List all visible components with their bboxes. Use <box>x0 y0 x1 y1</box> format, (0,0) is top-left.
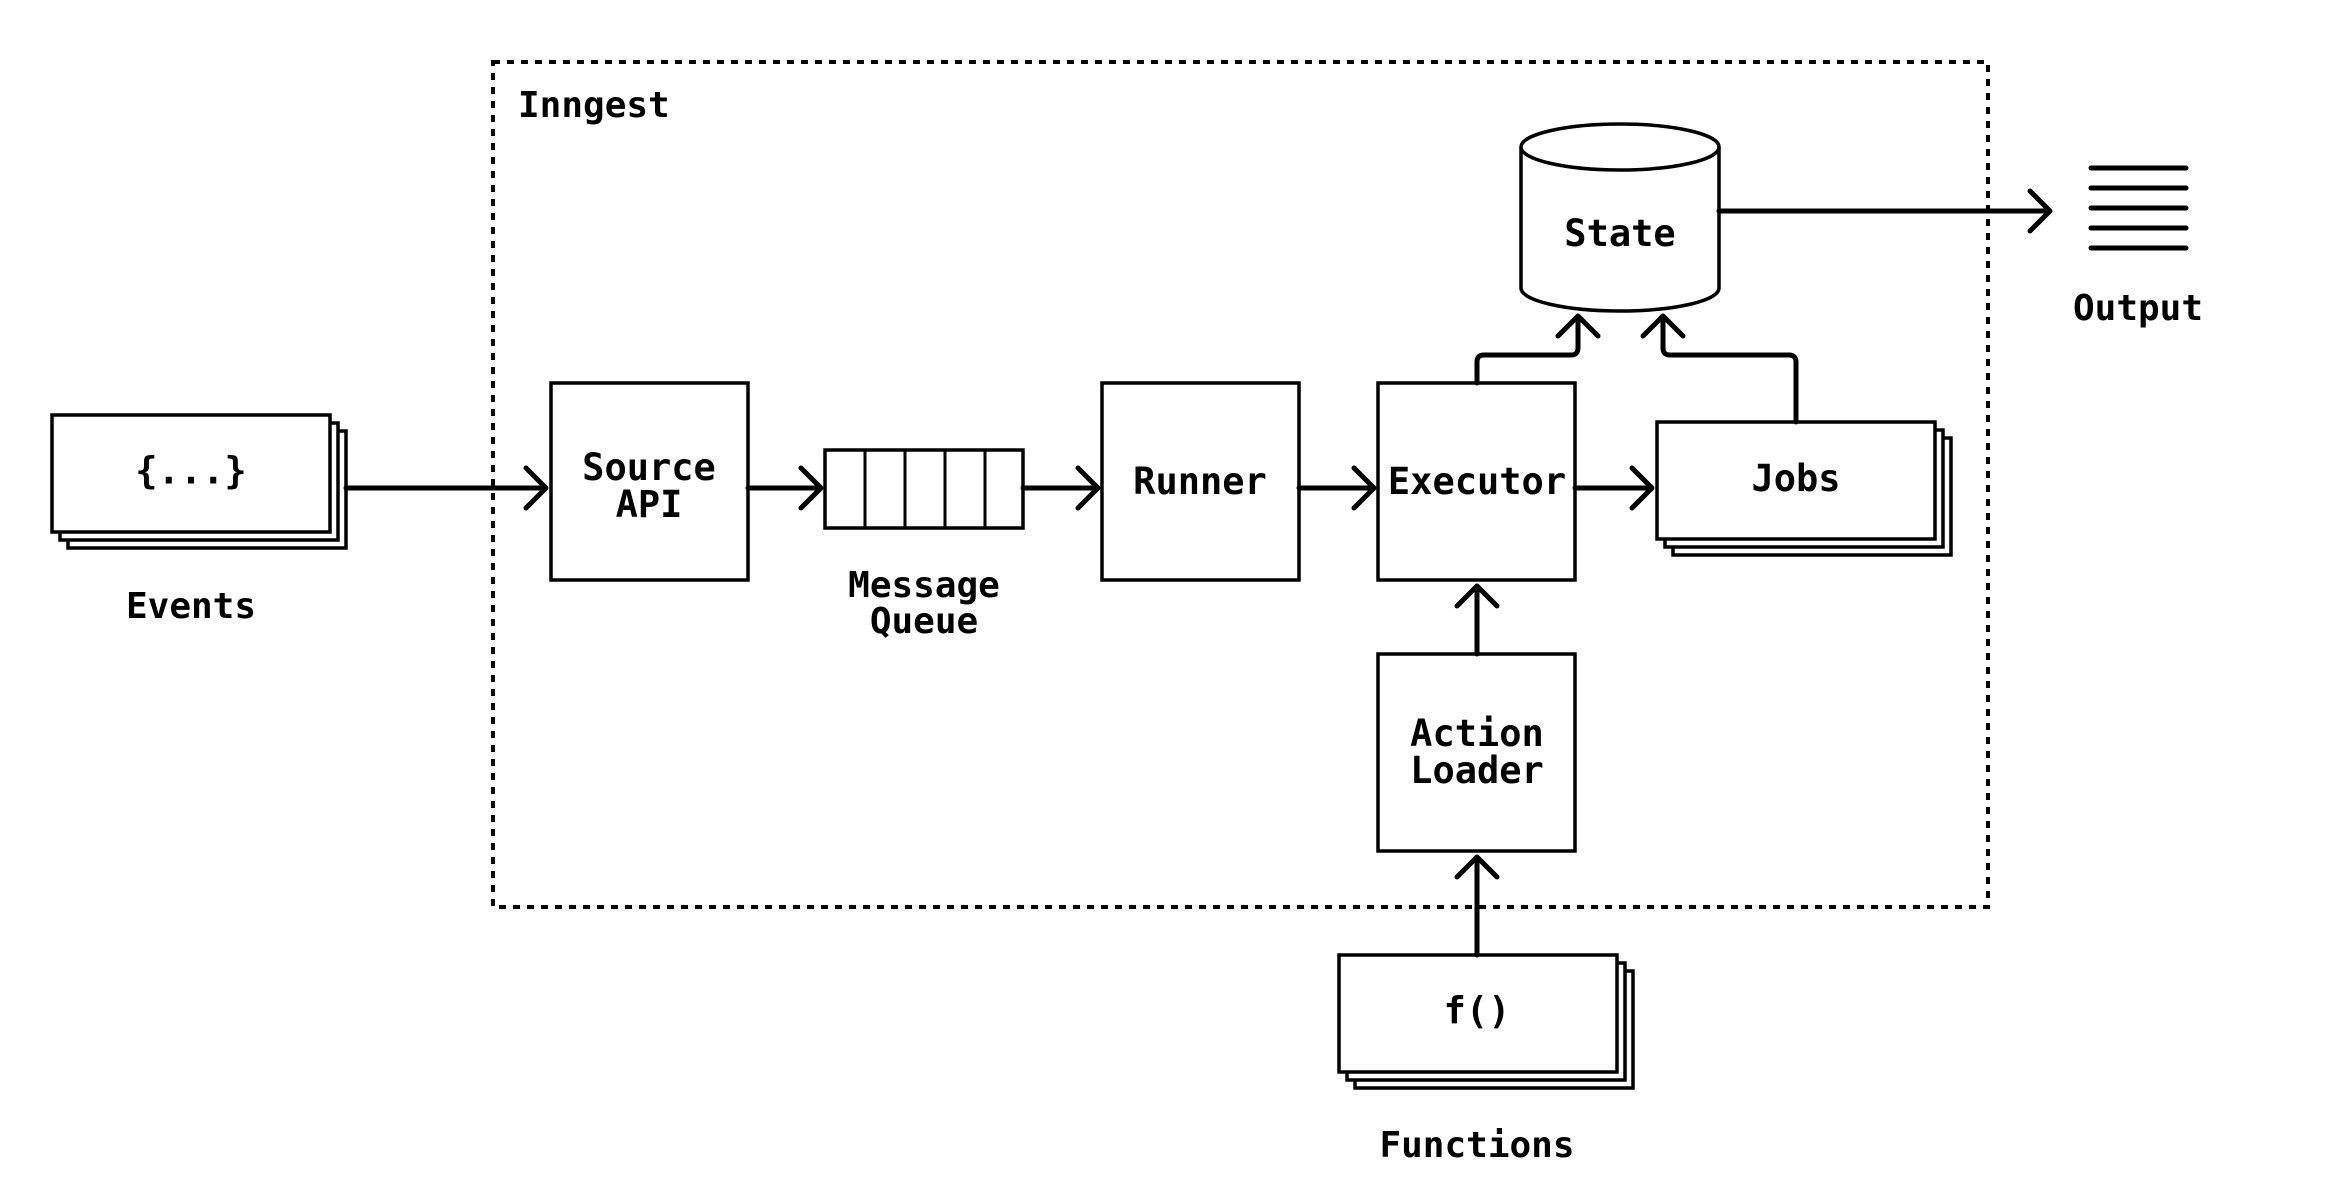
edge-executor-state <box>1474 313 1601 386</box>
inngest-title: Inngest <box>518 85 670 126</box>
state-node: State <box>1519 122 1721 313</box>
runner-label: Runner <box>1133 460 1267 503</box>
action-loader-line2: Loader <box>1410 749 1544 792</box>
inngest-group: Inngest <box>491 60 1990 909</box>
events-node: {...} Events <box>50 413 348 627</box>
output-list-icon <box>2088 165 2189 251</box>
functions-node: f() Functions <box>1337 953 1635 1166</box>
source-api-node: Source API <box>549 381 750 582</box>
edge-action-loader-executor <box>1454 583 1500 657</box>
source-api-line2: API <box>616 483 683 526</box>
message-queue-line2: Queue <box>870 601 978 642</box>
database-icon <box>1519 147 1721 313</box>
edge-runner-executor <box>1296 465 1377 511</box>
edge-jobs-state <box>1640 313 1799 425</box>
output-node: Output <box>2073 165 2203 329</box>
events-content: {...} <box>135 450 246 493</box>
executor-label: Executor <box>1388 460 1566 503</box>
message-queue-line1: Message <box>848 565 1000 606</box>
state-label: State <box>1564 212 1675 255</box>
jobs-node: Jobs <box>1655 420 1953 557</box>
inngest-boundary <box>491 60 1990 909</box>
edge-functions-action-loader <box>1454 854 1500 958</box>
action-loader-node: Action Loader <box>1376 652 1577 853</box>
message-queue-node: Message Queue <box>823 448 1025 642</box>
edge-state-output <box>1716 188 2053 234</box>
jobs-label: Jobs <box>1751 457 1840 500</box>
events-label: Events <box>126 586 256 627</box>
edge-message-queue-runner <box>1020 465 1101 511</box>
runner-node: Runner <box>1100 381 1301 582</box>
edge-executor-jobs <box>1572 465 1655 511</box>
output-label: Output <box>2073 288 2203 329</box>
functions-content: f() <box>1444 990 1511 1033</box>
source-api-line1: Source <box>582 446 716 489</box>
edge-source-api-message-queue <box>745 465 824 511</box>
edge-events-source-api <box>343 465 549 511</box>
functions-label: Functions <box>1379 1125 1574 1166</box>
executor-node: Executor <box>1376 381 1577 582</box>
action-loader-line1: Action <box>1410 712 1544 755</box>
